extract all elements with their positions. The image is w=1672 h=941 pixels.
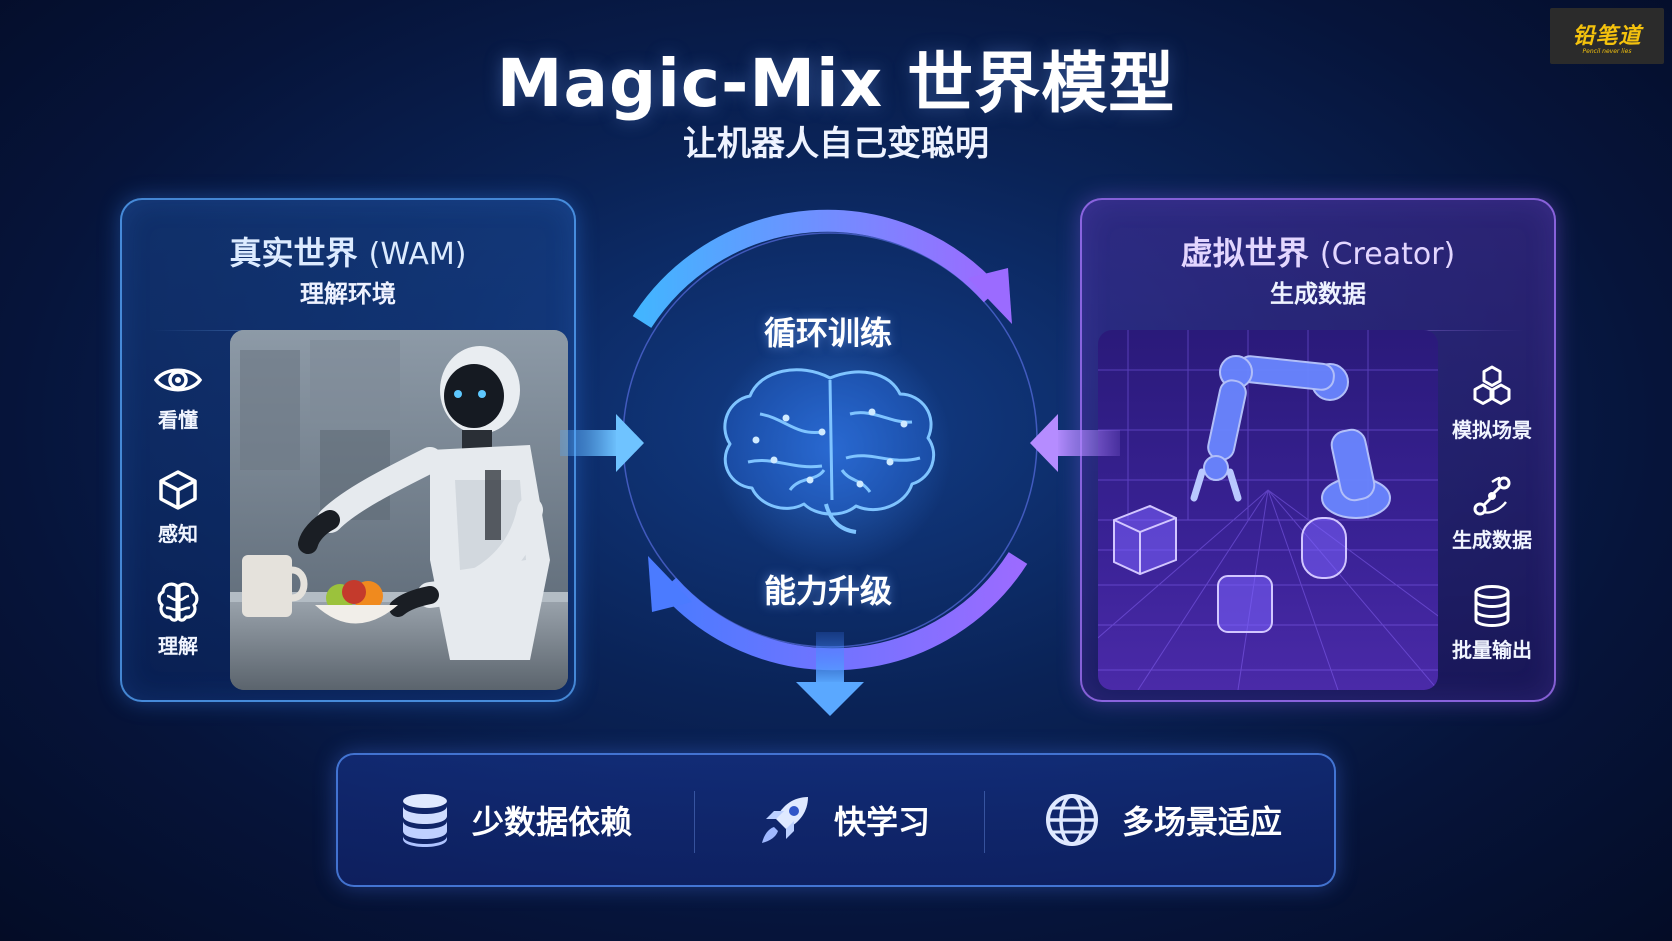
cycle-arrow-top — [632, 209, 1001, 328]
feature-see: 看懂 — [133, 362, 223, 433]
robot-kitchen-photo — [230, 330, 568, 690]
cycle-training-label: 循环训练 — [763, 314, 892, 352]
feature-understand-label: 理解 — [158, 634, 198, 658]
real-world-subtitle: 理解环境 — [300, 280, 396, 308]
feature-generate-data: 生成数据 — [1432, 474, 1552, 553]
database-icon — [403, 794, 447, 847]
hexagons-icon — [1473, 365, 1511, 405]
robot-arm-illustration — [1098, 330, 1438, 690]
glowing-brain-icon — [723, 368, 936, 534]
feature-batch-output: 批量输出 — [1432, 584, 1552, 663]
benefit-fast-learning: 快学习 — [758, 755, 930, 885]
rocket-icon — [762, 797, 808, 843]
real-world-title: 真实世界 (WAM) — [122, 228, 574, 274]
cycle-arrowhead-top — [968, 268, 1012, 324]
real-world-title-paren: (WAM) — [368, 237, 467, 272]
database-icon — [1474, 585, 1510, 628]
inflow-arrow-left-head — [616, 414, 644, 472]
virtual-world-title-text: 虚拟世界 — [1180, 234, 1309, 272]
benefit-fast-learning-label: 快学习 — [834, 803, 931, 841]
globe-icon — [1046, 794, 1098, 846]
feature-simulate-scene: 模拟场景 — [1432, 364, 1552, 443]
benefit-less-data: 少数据依赖 — [400, 755, 632, 885]
feature-batch-output-label: 批量输出 — [1452, 638, 1532, 662]
benefit-divider-1 — [694, 791, 695, 853]
nodes-icon — [1473, 476, 1511, 516]
inflow-arrow-right-shaft — [1056, 430, 1120, 456]
benefit-less-data-label: 少数据依赖 — [472, 803, 633, 841]
real-world-title-text: 真实世界 — [229, 234, 358, 272]
benefit-multi-scene-label: 多场景适应 — [1122, 803, 1283, 841]
logo-text: 铅笔道 — [1572, 23, 1642, 49]
page-title: Magic-Mix 世界模型 — [496, 45, 1176, 122]
eye-icon — [153, 368, 203, 392]
feature-perceive-label: 感知 — [158, 522, 198, 546]
virtual-world-title: 虚拟世界 (Creator) — [1082, 228, 1554, 274]
virtual-world-subtitle: 生成数据 — [1270, 280, 1366, 308]
feature-simulate-scene-label: 模拟场景 — [1452, 418, 1532, 442]
feature-generate-data-label: 生成数据 — [1452, 528, 1532, 552]
output-arrow-shaft — [816, 632, 844, 684]
benefit-multi-scene: 多场景适应 — [1044, 755, 1282, 885]
page-subtitle: 让机器人自己变聪明 — [683, 124, 989, 164]
logo-tagline: Pencil never lies — [1582, 47, 1632, 55]
feature-understand: 理解 — [133, 580, 223, 659]
robot-illustration — [230, 330, 568, 690]
cycle-arrowhead-bottom — [648, 556, 692, 612]
output-arrow-head — [796, 682, 864, 716]
virtual-robot-arm-scene — [1098, 330, 1438, 690]
training-loop-diagram — [560, 209, 1120, 716]
virtual-world-title-paren: (Creator) — [1319, 237, 1456, 272]
capability-upgrade-label: 能力升级 — [763, 572, 892, 610]
watermark-logo: 铅笔道 Pencil never lies — [1550, 8, 1664, 64]
inflow-arrow-left-shaft — [560, 430, 618, 456]
cycle-arrow-bottom — [659, 552, 1028, 671]
feature-perceive: 感知 — [133, 468, 223, 547]
brain-icon — [157, 582, 199, 622]
benefits-bar: 少数据依赖 快学习 多场景适应 — [336, 753, 1336, 887]
benefit-divider-2 — [984, 791, 985, 853]
feature-see-label: 看懂 — [158, 408, 198, 432]
cube-icon — [159, 470, 197, 510]
inflow-arrow-right-head — [1030, 414, 1058, 472]
